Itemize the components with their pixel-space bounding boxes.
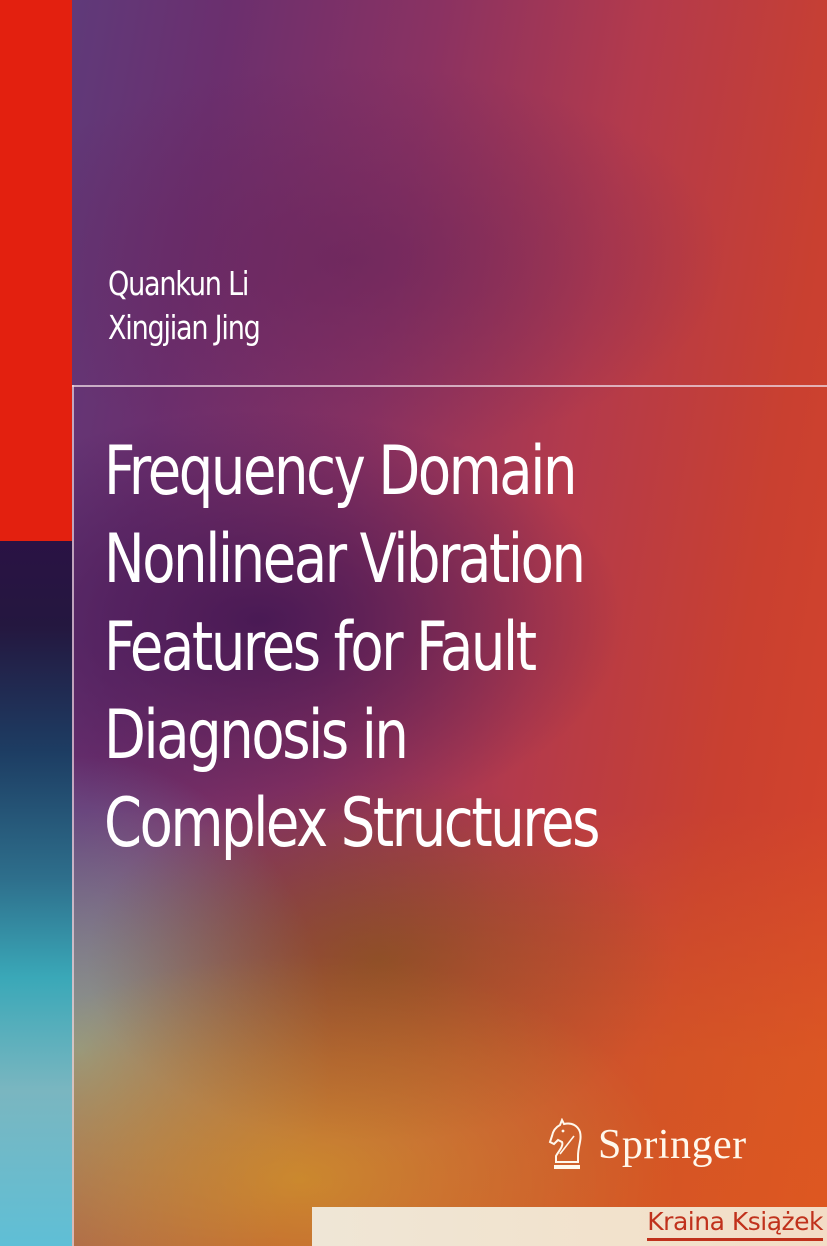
publisher-logo: Springer — [548, 1118, 747, 1172]
watermark-underline — [647, 1238, 823, 1241]
watermark-band: Kraina Książek — [312, 1207, 827, 1246]
title-line: Diagnosis in — [104, 696, 409, 775]
author-name: Quankun Li — [108, 264, 249, 303]
title-line: Features for Fault — [104, 608, 537, 687]
title-line: Complex Structures — [104, 784, 601, 863]
author-name: Xingjian Jing — [108, 308, 261, 347]
authors: Quankun Li Xingjian Jing — [108, 262, 293, 350]
book-title: Frequency Domain Nonlinear Vibration Fea… — [104, 428, 722, 868]
title-line: Frequency Domain — [104, 432, 577, 511]
left-color-strip — [0, 541, 72, 1246]
knight-chess-piece-icon — [548, 1118, 582, 1169]
title-line: Nonlinear Vibration — [104, 520, 586, 599]
publisher-name: Springer — [598, 1122, 747, 1168]
watermark-text: Kraina Książek — [647, 1207, 823, 1236]
horizontal-divider — [72, 385, 827, 387]
vertical-divider — [72, 385, 74, 1246]
watermark: Kraina Książek — [647, 1207, 823, 1246]
red-accent-band — [0, 0, 72, 541]
